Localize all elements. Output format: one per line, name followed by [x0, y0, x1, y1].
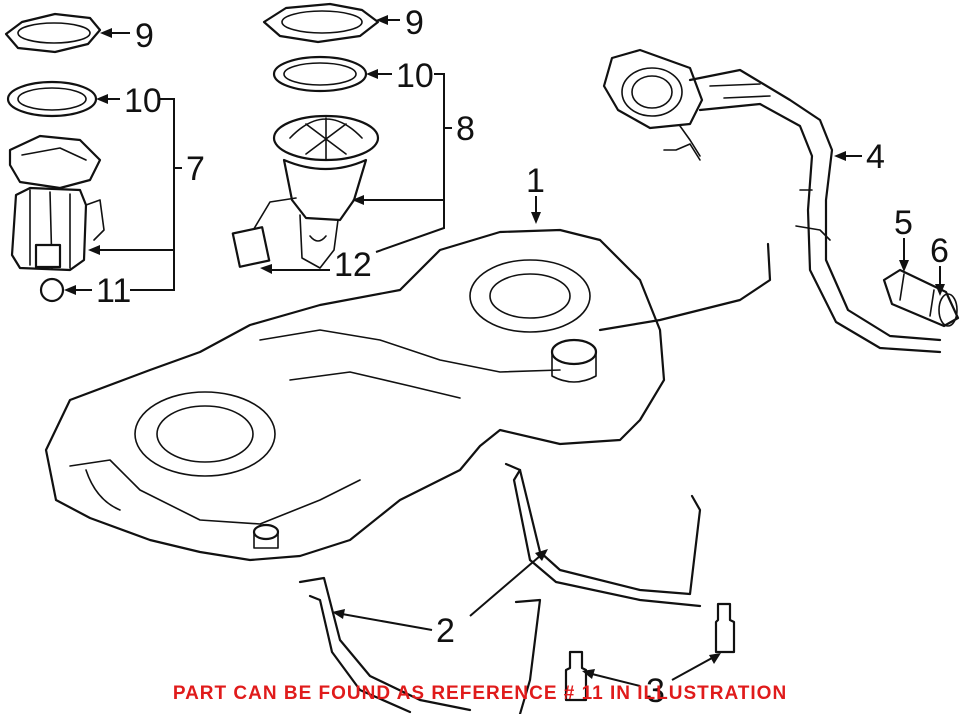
- part-4-filler-pipe: [602, 48, 942, 354]
- callout-1: 1: [526, 162, 545, 200]
- part-1-fuel-tank: [44, 228, 772, 562]
- callout-7: 7: [186, 150, 205, 188]
- callout-8: 8: [456, 110, 475, 148]
- callout-4: 4: [866, 138, 885, 176]
- part-10-seal-left: [6, 80, 98, 118]
- part-9-lock-ring-center: [262, 2, 380, 44]
- callout-3: 3: [646, 672, 665, 710]
- part-7-fuel-pump-module: [8, 134, 105, 303]
- part-10-seal-center: [272, 55, 368, 93]
- callout-2: 2: [436, 612, 455, 650]
- callout-10-center: 10: [396, 57, 434, 95]
- callout-9-center: 9: [405, 4, 424, 42]
- callout-6: 6: [930, 232, 949, 270]
- callout-9-left: 9: [135, 17, 154, 55]
- part-9-lock-ring-left: [4, 12, 102, 54]
- part-8-fuel-pump-assembly: [231, 114, 380, 269]
- callout-11: 11: [96, 272, 131, 310]
- callout-12: 12: [334, 246, 372, 284]
- part-2-tank-straps: [298, 462, 702, 714]
- part-3-studs: [564, 602, 736, 702]
- part-5-6-hose-clamp: [882, 268, 960, 328]
- callout-10-left: 10: [124, 82, 162, 120]
- leader-lines: [64, 15, 945, 687]
- reference-footnote: PART CAN BE FOUND AS REFERENCE # 11 IN I…: [172, 683, 788, 704]
- callout-5: 5: [894, 204, 913, 242]
